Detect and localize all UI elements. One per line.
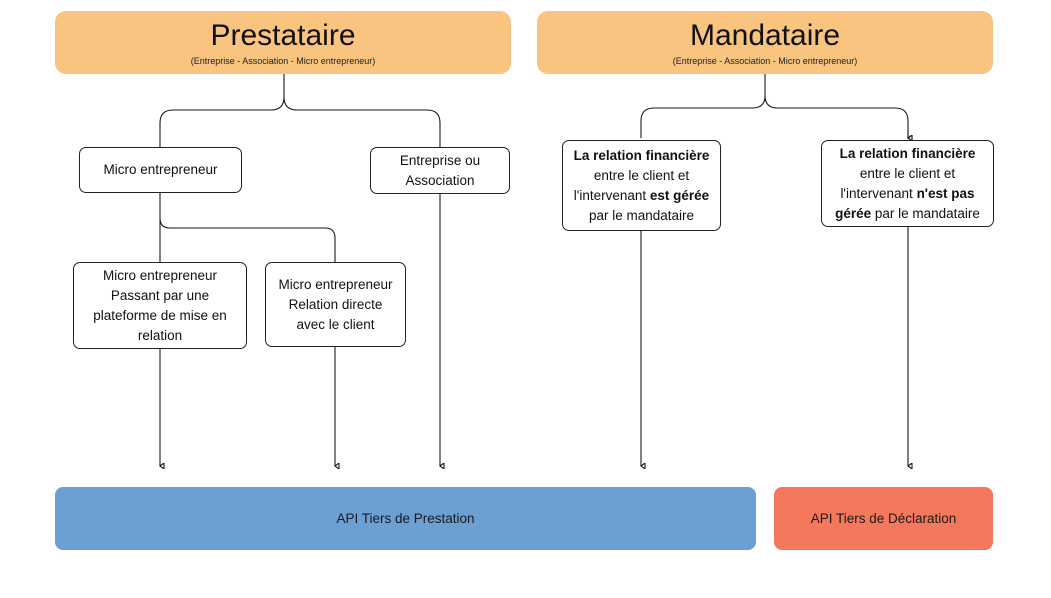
node-geree-line2: entre le client et <box>593 167 690 183</box>
node-geree-line3b: est gérée <box>649 187 710 203</box>
node-direct-line2: Relation directe <box>288 296 383 312</box>
api-declaration-label: API Tiers de Déclaration <box>810 511 957 526</box>
node-geree-line3a: l'intervenant <box>573 187 650 203</box>
node-relation-geree: La relation financière entre le client e… <box>562 140 721 231</box>
node-relation-non-geree: La relation financière entre le client e… <box>821 140 994 227</box>
node-plateforme-line1: Micro entrepreneur <box>102 267 218 283</box>
header-prestataire: Prestataire (Entreprise - Association - … <box>55 11 511 74</box>
node-direct-line3: avec le client <box>296 316 375 332</box>
node-non-geree-line4a: gérée <box>835 205 872 221</box>
node-micro-plateforme: Micro entrepreneur Passant par une plate… <box>73 262 247 349</box>
node-geree-line1: La relation financière <box>573 147 710 163</box>
node-micro-entrepreneur: Micro entrepreneur <box>79 147 242 193</box>
node-non-geree-line3a: l'intervenant <box>840 185 917 201</box>
branch-micro <box>159 193 336 262</box>
api-tiers-prestation-bar: API Tiers de Prestation <box>55 487 756 550</box>
header-mandataire-title: Mandataire <box>689 19 841 52</box>
node-geree-line4: par le mandataire <box>588 207 695 223</box>
node-micro-label: Micro entrepreneur <box>103 162 218 177</box>
node-entreprise-line1: Entreprise ou <box>399 152 481 168</box>
header-prestataire-title: Prestataire <box>210 19 356 52</box>
node-non-geree-line4b: par le mandataire <box>871 205 980 221</box>
node-plateforme-line4: relation <box>137 327 183 343</box>
node-micro-direct: Micro entrepreneur Relation directe avec… <box>265 262 406 347</box>
api-prestation-label: API Tiers de Prestation <box>336 511 475 526</box>
header-prestataire-subtitle: (Entreprise - Association - Micro entrep… <box>190 56 376 66</box>
header-mandataire-subtitle: (Entreprise - Association - Micro entrep… <box>672 56 858 66</box>
node-non-geree-line2: entre le client et <box>859 165 956 181</box>
node-plateforme-line2: Passant par une <box>110 287 210 303</box>
header-mandataire: Mandataire (Entreprise - Association - M… <box>537 11 993 74</box>
api-tiers-declaration-bar: API Tiers de Déclaration <box>774 487 993 550</box>
node-non-geree-line1: La relation financière <box>839 145 976 161</box>
node-plateforme-line3: plateforme de mise en <box>93 307 227 323</box>
node-non-geree-line3b: n'est pas <box>916 185 975 201</box>
node-entreprise-association: Entreprise ou Association <box>370 147 510 194</box>
node-entreprise-line2: Association <box>405 172 475 188</box>
branch-prestataire <box>159 74 441 147</box>
branch-mandataire <box>640 74 908 138</box>
node-direct-line1: Micro entrepreneur <box>278 276 393 292</box>
